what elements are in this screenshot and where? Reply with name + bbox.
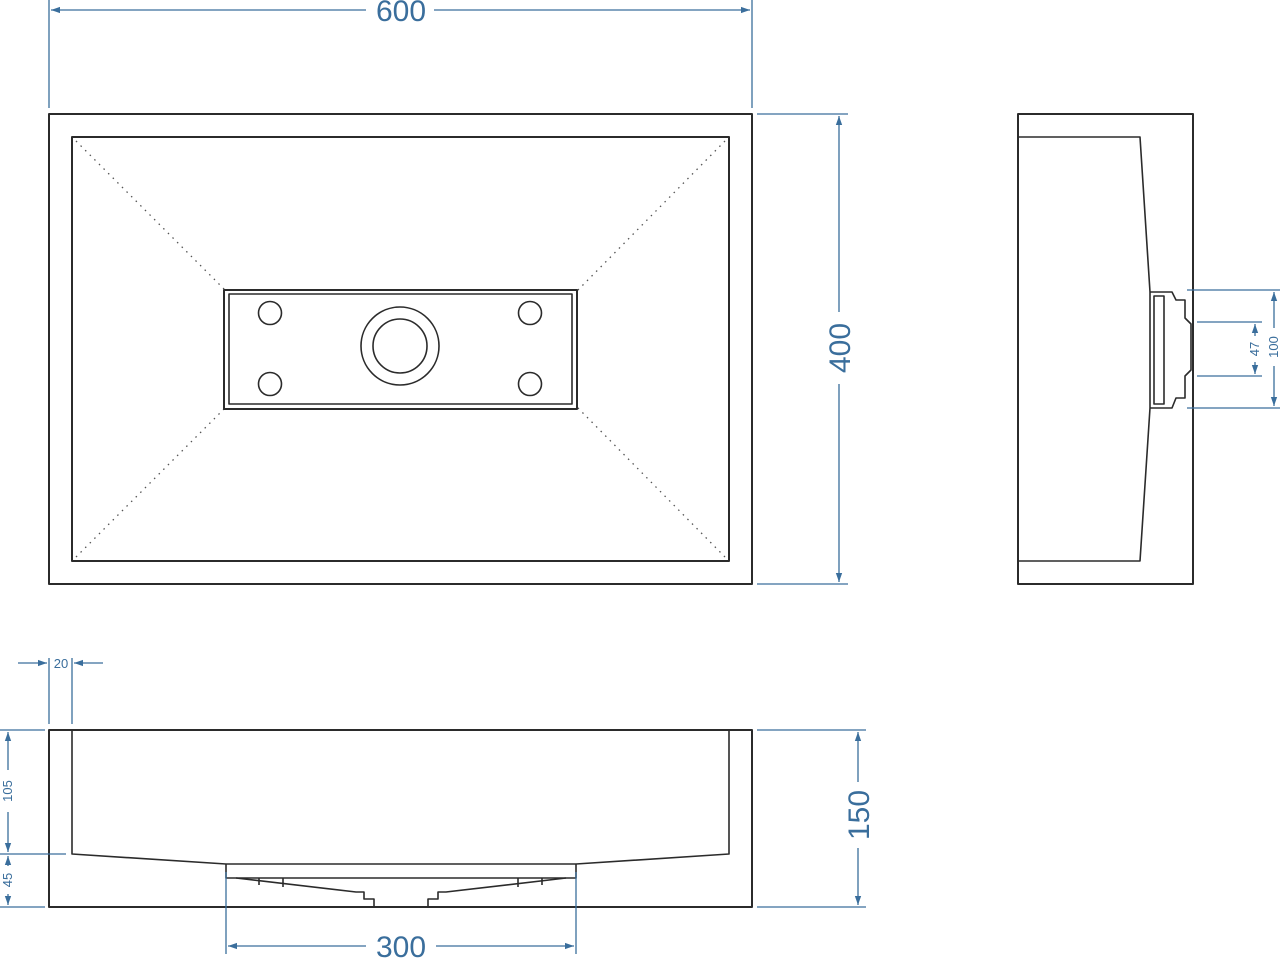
- front-view: [48, 729, 753, 908]
- mounting-hole-icon: [517, 300, 543, 326]
- top-view: [48, 113, 753, 585]
- dim-drain-plate-label: 300: [376, 931, 426, 959]
- dim-plate-inner: 47: [1197, 321, 1262, 377]
- drain-plate-inner: [228, 293, 573, 405]
- front-view-drain-right: [427, 877, 567, 907]
- side-view: [1017, 113, 1194, 585]
- dim-bottom-thickness-label: 45: [0, 873, 15, 887]
- slope-lines: [75, 140, 726, 558]
- dim-rim-wall-label: 20: [54, 656, 68, 671]
- front-view-outline: [48, 729, 753, 908]
- dim-basin-depth-label: 105: [0, 780, 15, 802]
- mounting-hole-icon: [257, 371, 283, 397]
- side-view-plate: [1153, 295, 1165, 405]
- dim-height-label: 150: [843, 790, 876, 840]
- side-view-basin-profile: [1018, 136, 1151, 562]
- dim-rim-wall: 20: [18, 656, 103, 724]
- front-view-drain-left: [235, 877, 375, 907]
- dim-plate-width: 100: [1187, 289, 1280, 409]
- dim-basin-depth: 105: [0, 729, 66, 908]
- dim-depth-label: 400: [824, 323, 857, 373]
- front-view-basin-profile: [71, 730, 730, 865]
- side-view-outline: [1017, 113, 1194, 585]
- dim-height: 150: [757, 729, 876, 908]
- mounting-hole-icon: [517, 371, 543, 397]
- dim-bottom-thickness: 45: [0, 856, 15, 905]
- mounting-hole-icon: [257, 300, 283, 326]
- drain-outer-circle: [360, 306, 440, 386]
- drain-inner-circle: [372, 318, 428, 374]
- dim-width-label: 600: [376, 0, 426, 28]
- dim-depth: 400: [757, 113, 857, 585]
- drain-plate-outer: [223, 289, 578, 410]
- dim-plate-inner-label: 47: [1247, 342, 1262, 356]
- dim-plate-width-label: 100: [1266, 336, 1280, 358]
- dim-width: 600: [48, 0, 753, 108]
- side-view-drain-profile: [1150, 291, 1192, 409]
- dim-drain-plate: 300: [225, 872, 577, 959]
- front-view-plate: [225, 864, 577, 879]
